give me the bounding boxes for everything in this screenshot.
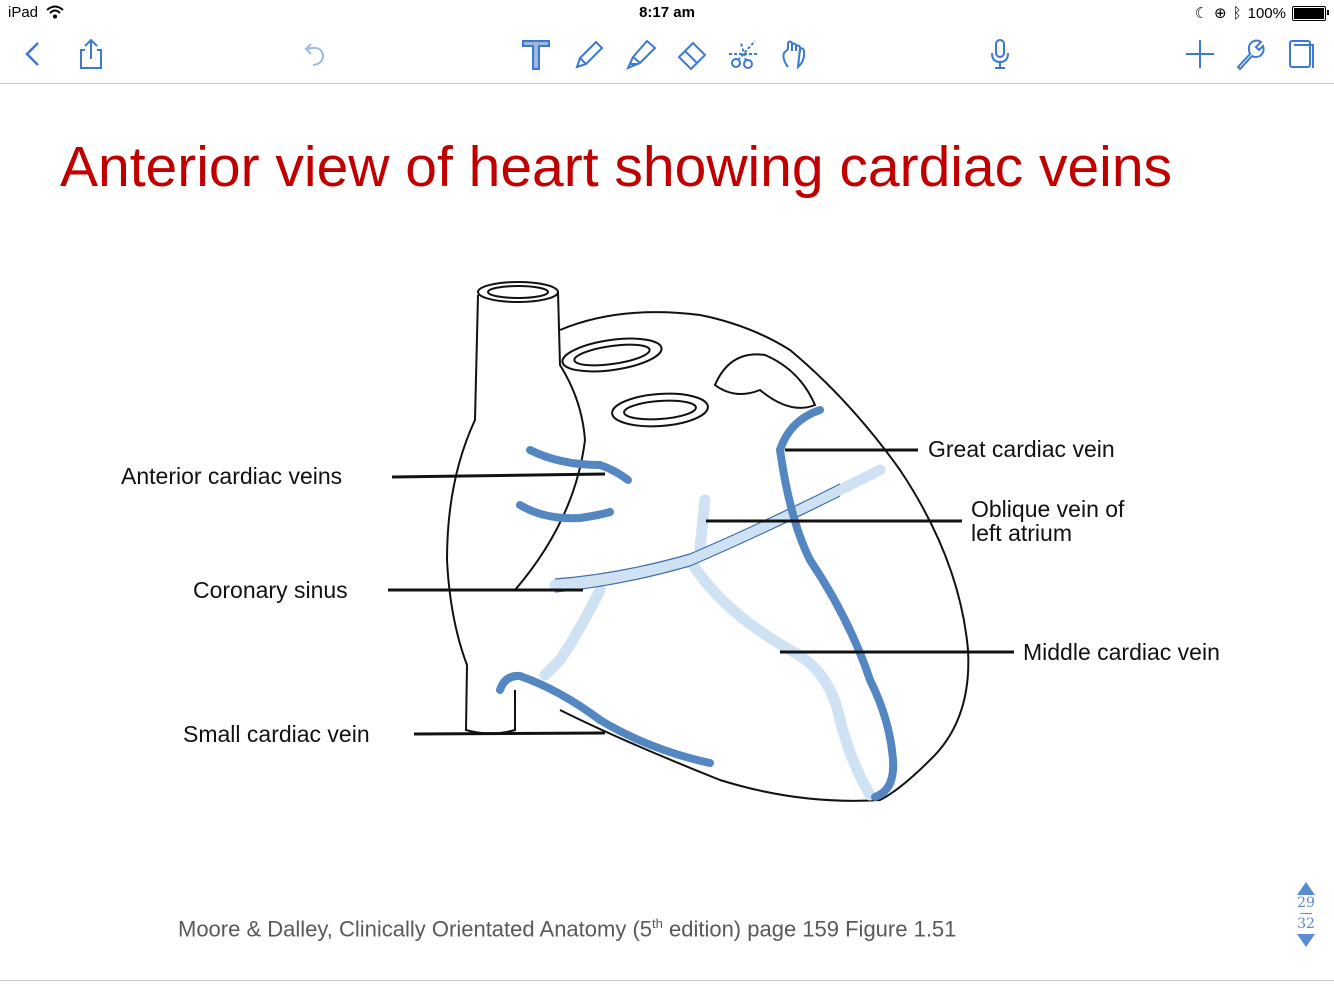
moon-icon: ☾ [1195,4,1208,22]
caption-text-end: edition) page 159 Figure 1.51 [663,916,957,941]
total-pages: 32 [1288,916,1324,932]
eraser-icon[interactable] [672,34,712,74]
status-time: 8:17 am [0,4,1334,21]
label-middle-cardiac-vein: Middle cardiac vein [1023,639,1220,666]
status-bar: iPad 8:17 am ☾ ⊕ ᛒ 100% [0,0,1334,26]
pages-icon[interactable] [1280,34,1320,74]
page-down-icon[interactable] [1297,934,1315,947]
highlighter-icon[interactable] [620,34,660,74]
chevron-left-icon[interactable] [14,34,54,74]
undo-icon[interactable] [294,34,334,74]
bluetooth-icon: ᛒ [1233,5,1242,22]
share-icon[interactable] [71,34,111,74]
pen-icon[interactable] [568,34,608,74]
leader-anterior-cardiac-veins [392,474,605,477]
text-tool-icon[interactable] [516,34,556,74]
label-great-cardiac-vein: Great cardiac vein [928,436,1115,463]
page-up-icon[interactable] [1297,882,1315,895]
hand-icon[interactable] [775,34,815,74]
heart-diagram [0,84,1334,980]
page-indicator: 29 32 [1288,882,1324,947]
microphone-icon[interactable] [980,34,1020,74]
leader-small-cardiac-vein [414,733,605,734]
toolbar [0,26,1334,84]
label-coronary-sinus: Coronary sinus [193,577,348,604]
rotation-lock-icon: ⊕ [1214,4,1227,22]
battery-percent: 100% [1248,5,1286,22]
current-page: 29 [1288,895,1324,911]
wrench-icon[interactable] [1229,34,1269,74]
caption-text: Moore & Dalley, Clinically Orientated An… [178,916,652,941]
label-small-cardiac-vein: Small cardiac vein [183,721,370,748]
page-divider [1300,913,1312,914]
label-anterior-cardiac-veins: Anterior cardiac veins [121,463,342,490]
label-oblique-vein-line2: left atrium [971,521,1124,545]
plus-icon[interactable] [1180,34,1220,74]
figure-caption: Moore & Dalley, Clinically Orientated An… [178,916,956,942]
slide: Anterior view of heart showing cardiac v… [0,84,1334,980]
battery-icon [1292,6,1326,21]
label-oblique-vein: Oblique vein of left atrium [971,497,1124,545]
label-oblique-vein-line1: Oblique vein of [971,497,1124,521]
scissors-icon[interactable] [724,34,764,74]
caption-superscript: th [652,916,663,931]
bottom-divider [0,980,1334,981]
